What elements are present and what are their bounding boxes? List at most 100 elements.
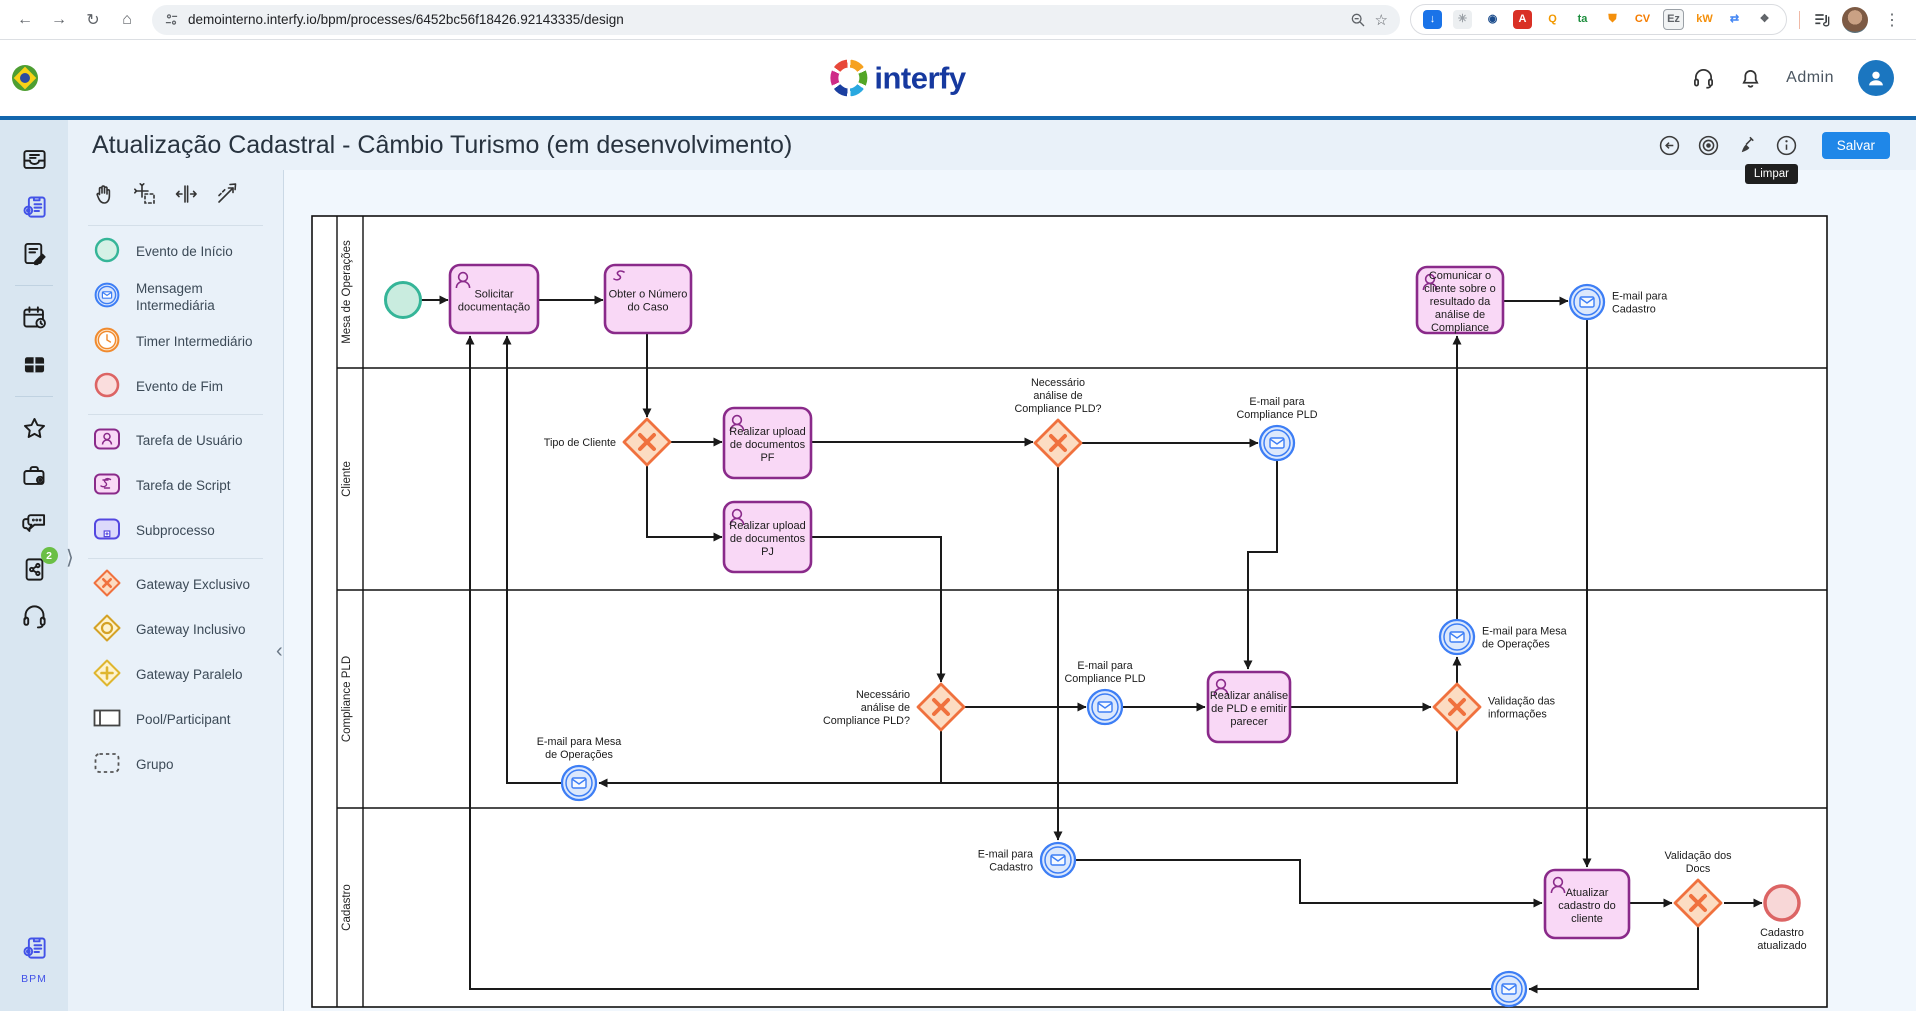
reading-list-icon[interactable] bbox=[1812, 10, 1832, 30]
wheel-extension-icon[interactable]: ◉ bbox=[1483, 10, 1502, 29]
palette-item-end-event[interactable]: Evento de Fim bbox=[68, 365, 283, 410]
palette-item-group[interactable]: Grupo bbox=[68, 743, 283, 788]
end-cadastro-atualizado[interactable] bbox=[1763, 884, 1801, 922]
start[interactable] bbox=[384, 281, 422, 319]
zoom-out-icon[interactable] bbox=[1350, 12, 1366, 28]
site-settings-icon[interactable] bbox=[164, 12, 179, 27]
gw-tipo-cliente[interactable] bbox=[622, 417, 672, 467]
search-extension-icon[interactable]: Q bbox=[1543, 10, 1562, 29]
sequence-flow[interactable] bbox=[1243, 461, 1278, 670]
lasso-tool-icon[interactable] bbox=[133, 182, 157, 211]
kw-extension-icon[interactable]: kW bbox=[1695, 10, 1714, 29]
info-icon[interactable] bbox=[1775, 133, 1799, 157]
palette-item-subprocess[interactable]: Subprocesso bbox=[68, 509, 283, 554]
apro-extension-icon[interactable]: A bbox=[1513, 10, 1532, 29]
palette-item-user-task[interactable]: Tarefa de Usuário bbox=[68, 419, 283, 464]
msg-mesa-operacoes-left[interactable] bbox=[560, 764, 598, 802]
browser-forward-button[interactable]: → bbox=[51, 10, 67, 28]
sequence-flow[interactable] bbox=[502, 335, 561, 784]
browser-back-button[interactable]: ← bbox=[17, 10, 33, 28]
msg-cadastro-lane[interactable] bbox=[1039, 841, 1077, 879]
palette-item-message-event[interactable]: Mensagem Intermediária bbox=[68, 275, 283, 320]
gw-necessario-compliance[interactable] bbox=[916, 682, 966, 732]
svg-text:Compliance PLD?: Compliance PLD? bbox=[823, 715, 910, 727]
sequence-flow[interactable] bbox=[465, 335, 1491, 990]
sequence-flow[interactable] bbox=[598, 731, 1458, 788]
sidebar-doc-edit-icon[interactable] bbox=[21, 240, 48, 267]
browser-reload-button[interactable]: ↻ bbox=[86, 11, 100, 29]
browser-menu-icon[interactable]: ⋮ bbox=[1884, 11, 1900, 29]
palette-collapse-chevron[interactable]: ‹ bbox=[276, 640, 283, 662]
user-avatar[interactable] bbox=[1858, 60, 1894, 96]
sidebar-star-icon[interactable] bbox=[21, 415, 48, 442]
msg-cadastro-top[interactable] bbox=[1568, 283, 1606, 321]
support-headset-icon[interactable] bbox=[1692, 67, 1715, 90]
sequence-flow[interactable] bbox=[812, 536, 946, 683]
sidebar-share-icon[interactable]: 2 bbox=[21, 547, 58, 583]
undo-icon[interactable] bbox=[1658, 133, 1682, 157]
palette-item-or-gateway[interactable]: Gateway Inclusivo bbox=[68, 608, 283, 653]
msg-compliance-pld-cliente[interactable] bbox=[1258, 424, 1296, 462]
palette-item-pool[interactable]: Pool/Participant bbox=[68, 698, 283, 743]
sidebar-bpm-icon[interactable] bbox=[21, 193, 48, 220]
bookmark-star-icon[interactable]: ☆ bbox=[1374, 11, 1388, 29]
sidebar-bpm-module[interactable]: BPM bbox=[21, 924, 48, 985]
save-button[interactable]: Salvar bbox=[1821, 131, 1890, 159]
palette-item-start-event[interactable]: Evento de Início bbox=[68, 230, 283, 275]
ta-extension-icon[interactable]: ta bbox=[1573, 10, 1592, 29]
lane-compliance-pld[interactable]: Compliance PLD bbox=[337, 589, 1827, 742]
lane-cliente[interactable]: Cliente bbox=[337, 367, 1827, 497]
url-text[interactable]: demointerno.interfy.io/bpm/processes/645… bbox=[188, 12, 624, 27]
ez-extension-icon[interactable]: Ez bbox=[1663, 9, 1684, 30]
palm-extension-icon[interactable]: ✳ bbox=[1453, 10, 1472, 29]
palette-item-timer-event[interactable]: Timer Intermediário bbox=[68, 320, 283, 365]
clear-broom-icon[interactable] bbox=[1736, 133, 1760, 157]
download-extension-icon[interactable]: ↓ bbox=[1423, 10, 1442, 29]
palette-item-script-task[interactable]: Tarefa de Script bbox=[68, 464, 283, 509]
hand-tool-icon[interactable] bbox=[92, 182, 116, 211]
gw-necessario-cliente[interactable] bbox=[1033, 418, 1083, 468]
palette-item-label: Gateway Inclusivo bbox=[136, 622, 246, 638]
language-flag-brazil[interactable] bbox=[12, 65, 38, 91]
sidebar-calendar-icon[interactable] bbox=[21, 304, 48, 331]
address-bar[interactable]: demointerno.interfy.io/bpm/processes/645… bbox=[152, 4, 1400, 35]
browser-profile-avatar[interactable] bbox=[1842, 6, 1868, 33]
lane-cadastro[interactable]: Cadastro bbox=[337, 807, 1827, 931]
gw-validacao-informacoes[interactable] bbox=[1432, 682, 1482, 732]
space-tool-icon[interactable] bbox=[174, 182, 198, 211]
msg-compliance-pld[interactable] bbox=[1086, 688, 1124, 726]
translate-extension-icon[interactable]: ⇄ bbox=[1725, 10, 1744, 29]
connect-tool-icon[interactable] bbox=[215, 182, 239, 211]
sequence-flow[interactable] bbox=[1076, 859, 1543, 908]
hanger-extension-icon[interactable]: ⛊ bbox=[1603, 10, 1622, 29]
sidebar-toolbox-icon[interactable] bbox=[21, 462, 48, 489]
msg-bottom[interactable] bbox=[1490, 970, 1528, 1008]
lane-mesa-de-opera-es[interactable]: Mesa de Operações bbox=[341, 240, 353, 344]
sidebar-inbox-icon[interactable] bbox=[21, 146, 48, 173]
sequence-flow[interactable] bbox=[1528, 927, 1699, 994]
msg-mesa-operacoes-right[interactable] bbox=[1438, 618, 1476, 656]
palette-item-xor-gateway[interactable]: Gateway Exclusivo bbox=[68, 563, 283, 608]
puzzle-extension-icon[interactable]: ❖ bbox=[1755, 10, 1774, 29]
sidebar-headset-icon[interactable] bbox=[21, 603, 48, 630]
notifications-bell-icon[interactable] bbox=[1739, 67, 1762, 90]
palette-item-and-gateway[interactable]: Gateway Paralelo bbox=[68, 653, 283, 698]
browser-home-button[interactable]: ⌂ bbox=[122, 10, 132, 28]
cv-extension-icon[interactable]: CV bbox=[1633, 10, 1652, 29]
sidebar-chat-icon[interactable] bbox=[21, 509, 48, 536]
gw-validacao-docs[interactable] bbox=[1673, 878, 1723, 928]
bpm-module-icon[interactable] bbox=[21, 934, 48, 961]
sidebar-expand-chevron[interactable]: ⟩ bbox=[66, 547, 74, 569]
sequence-flow[interactable] bbox=[646, 466, 723, 542]
sidebar-table-icon[interactable] bbox=[21, 351, 48, 378]
user-name[interactable]: Admin bbox=[1786, 69, 1834, 86]
target-icon[interactable] bbox=[1697, 133, 1721, 157]
